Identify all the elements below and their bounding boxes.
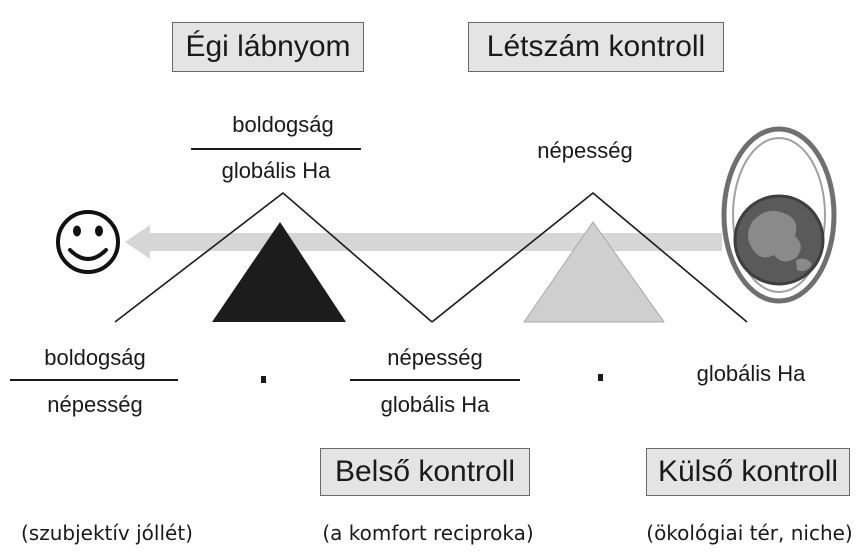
bottom-right-label: globális Ha	[696, 361, 806, 386]
multiply-dot-2	[598, 374, 603, 381]
seesaw-line-left	[114, 191, 433, 323]
light-triangle	[523, 221, 665, 323]
left-arrow	[125, 225, 722, 259]
smiley-face-icon	[56, 210, 120, 274]
multiply-dot-1	[261, 376, 266, 383]
dark-triangle	[212, 222, 346, 322]
bottom-left-numerator: boldogság	[44, 345, 146, 370]
note-right: (ökológiai tér, niche)	[646, 521, 853, 545]
bottom-middle-denominator: globális Ha	[380, 392, 490, 417]
top-middle-label: népesség	[537, 138, 633, 163]
letszam-kontroll-box: Létszám kontroll	[468, 22, 724, 72]
top-left-fraction-bar	[191, 148, 361, 150]
bottom-left-fraction-bar	[10, 379, 178, 381]
egi-labnyom-box: Égi lábnyom	[172, 22, 364, 72]
kulso-kontroll-box: Külső kontroll	[646, 448, 850, 496]
bottom-left-denominator: népesség	[47, 392, 143, 417]
bottom-middle-numerator: népesség	[387, 345, 483, 370]
note-left: (szubjektív jóllét)	[21, 521, 193, 545]
seesaw-line-right	[431, 191, 748, 323]
belso-kontroll-box: Belső kontroll	[320, 448, 530, 496]
top-left-numerator: boldogság	[232, 112, 334, 137]
bottom-middle-fraction-bar	[350, 379, 520, 381]
top-left-denominator: globális Ha	[221, 158, 331, 183]
note-middle: (a komfort reciproka)	[322, 521, 534, 545]
earth-in-egg-icon	[721, 126, 837, 304]
